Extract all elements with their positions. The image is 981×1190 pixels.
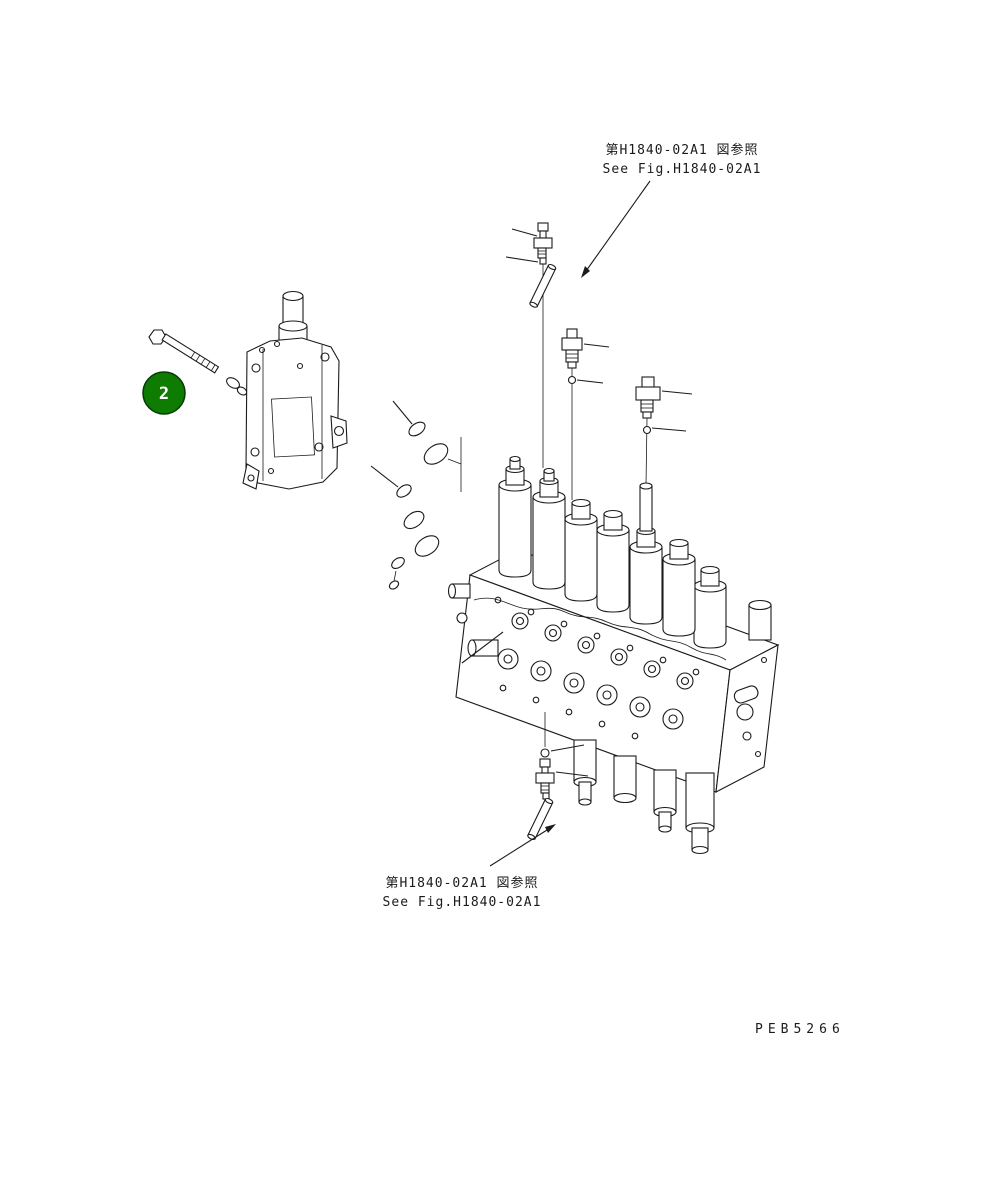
leader-arrow-bottom [489, 824, 556, 867]
drawing-code: PEB5266 [755, 1022, 845, 1037]
leader-line-front-face [461, 631, 504, 664]
callout-circle[interactable] [142, 371, 186, 415]
main-control-valve-block [447, 455, 780, 855]
valve-ports-upper-row [511, 612, 694, 690]
valve-bolt-holes [494, 596, 700, 740]
top-reference-note: 第H1840-02A1 図参照 See Fig.H1840-02A1 [586, 141, 778, 179]
service-valve-body [242, 290, 348, 490]
elbow-fitting-right [635, 376, 693, 487]
callout-balloon-2[interactable]: 2 [142, 371, 186, 415]
bottom-reference-note: 第H1840-02A1 図参照 See Fig.H1840-02A1 [366, 874, 558, 912]
leader-arrow-top [581, 180, 651, 278]
bottom-reference-en: See Fig.H1840-02A1 [382, 895, 542, 910]
valve-spool-caps [498, 455, 772, 649]
valve-end-plate [733, 656, 768, 758]
bottom-connector-fitting [527, 712, 589, 841]
top-reference-jp: 第H1840-02A1 図参照 [605, 143, 759, 158]
valve-left-stubs [447, 583, 499, 657]
bottom-reference-jp: 第H1840-02A1 図参照 [385, 876, 539, 891]
top-connector-fitting [505, 222, 557, 468]
hose-stub-top [529, 263, 557, 308]
top-reference-en: See Fig.H1840-02A1 [602, 162, 762, 177]
callout-number: 2 [159, 384, 169, 404]
valve-ports-lower-row [497, 648, 684, 730]
relief-valves-bottom [573, 739, 715, 855]
bolt-part [148, 329, 255, 406]
o-ring-set [370, 400, 462, 590]
elbow-fitting-left [561, 328, 610, 500]
